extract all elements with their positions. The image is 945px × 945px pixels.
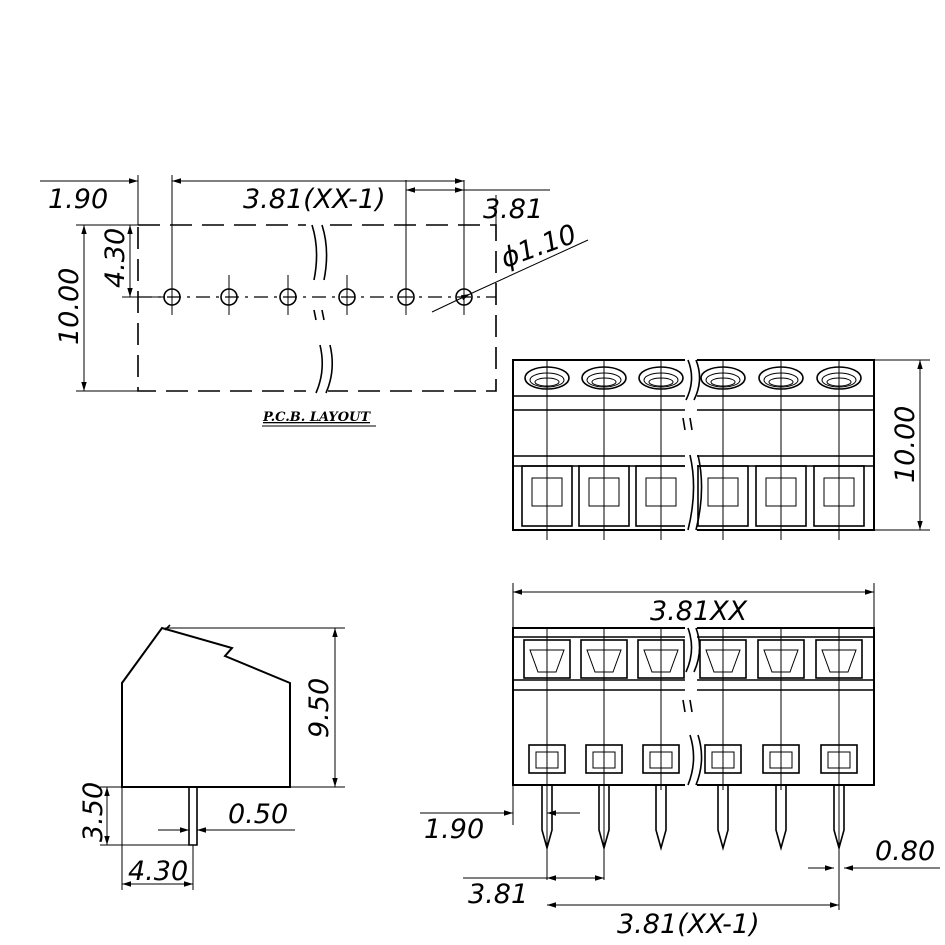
pin <box>775 785 787 851</box>
front-view-dim-span: 3.81(XX-1) <box>617 909 760 940</box>
top-view-break-mark <box>682 359 703 531</box>
side-view-pin <box>188 787 198 846</box>
pcb-break-mark <box>311 224 328 281</box>
side-view-dim-pin-length: 3.50 <box>78 782 109 842</box>
pcb-hole <box>455 180 473 315</box>
pcb-hole <box>338 275 356 315</box>
front-view: 3.81XX 1.90 3.81 3.81(XX-1) 0.80 <box>420 583 940 940</box>
front-view-dim-pin-width: 0.80 <box>875 836 935 867</box>
front-view-break-mark <box>682 627 703 786</box>
pcb-holes <box>163 180 473 315</box>
top-view-centerlines <box>546 360 840 540</box>
front-view-dim-edge-offset: 1.90 <box>424 814 484 845</box>
pcb-dim-row-offset: 4.30 <box>100 228 131 288</box>
pcb-dim-hole: ϕ1.10 <box>497 219 581 275</box>
pcb-dim-depth: 10.00 <box>54 268 85 345</box>
pin <box>655 785 667 851</box>
pcb-dim-edge-offset: 1.90 <box>48 184 108 215</box>
front-view-centerlines <box>546 628 840 910</box>
pcb-hole <box>220 275 238 315</box>
pin <box>717 785 729 851</box>
pcb-hole <box>279 275 297 315</box>
pcb-dim-pitch: 3.81 <box>483 194 543 225</box>
pcb-hole <box>397 180 415 315</box>
pcb-dim-span: 3.81(XX-1) <box>243 184 386 215</box>
front-view-dim-pitch: 3.81 <box>468 879 528 910</box>
side-view: 9.50 3.50 0.50 4.30 <box>78 624 345 890</box>
front-view-dim-total-width: 3.81XX <box>650 596 748 627</box>
top-view-dim-height: 10.00 <box>890 406 921 483</box>
top-view: 10.00 <box>512 355 930 540</box>
pcb-layout-title: P.C.B. LAYOUT <box>262 410 371 425</box>
pcb-hole <box>163 275 181 315</box>
side-view-body <box>121 626 291 788</box>
pcb-layout-view: 1.90 3.81(XX-1) 3.81 ϕ1.10 4.30 10.00 P.… <box>40 175 589 427</box>
side-view-dim-pin-offset: 4.30 <box>128 856 188 887</box>
front-view-pins <box>541 785 845 851</box>
side-view-dim-pin-width: 0.50 <box>228 799 288 830</box>
side-view-dim-body-height: 9.50 <box>304 678 335 738</box>
